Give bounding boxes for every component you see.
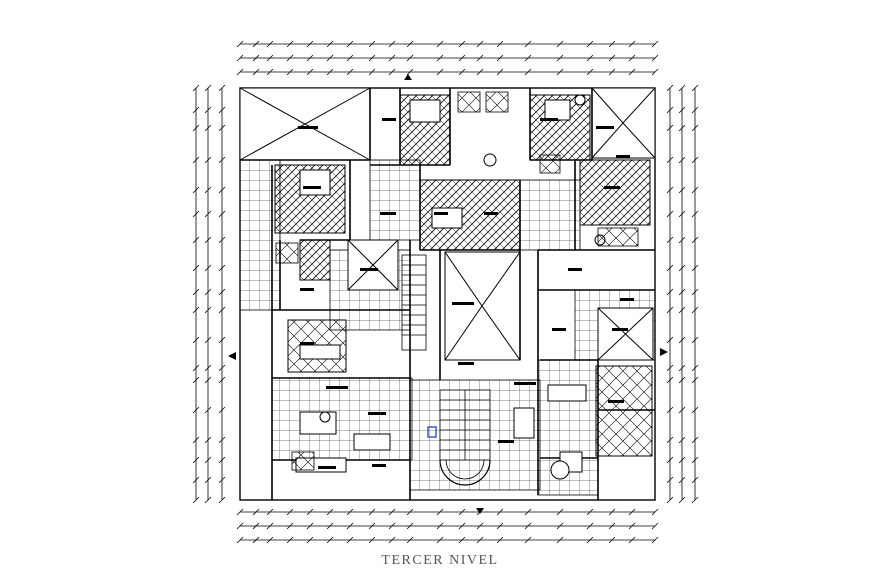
bathroom-floors <box>275 91 639 471</box>
kitchen-floor <box>595 365 653 457</box>
drawing-caption: TERCER NIVEL <box>381 553 499 568</box>
dimension-lines <box>195 43 696 541</box>
stairs <box>401 254 491 486</box>
selected-element <box>427 426 437 438</box>
parquet-floors <box>274 94 651 281</box>
section-markers <box>228 74 668 514</box>
roof-areas <box>239 87 656 361</box>
dimension-ticks <box>192 40 699 544</box>
room-label-marks <box>298 118 634 469</box>
